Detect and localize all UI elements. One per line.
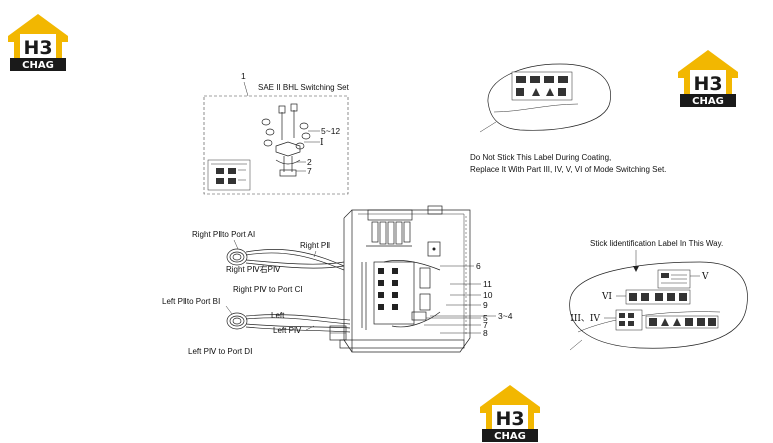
switching-set-box bbox=[203, 95, 349, 195]
house-logo-icon: H3 CHAG bbox=[480, 385, 540, 442]
house-logo-icon: H3 CHAG bbox=[678, 50, 738, 107]
part-5-12: 5~12 bbox=[321, 126, 340, 136]
logo-mark: H3 bbox=[693, 73, 722, 95]
callout-10: 10 bbox=[483, 290, 493, 300]
hose-routing-labels: Right PⅡto Port AⅠ Right PⅡ Right PⅣ右PⅣ … bbox=[162, 230, 330, 356]
hose-coil-right bbox=[226, 248, 345, 271]
callout-3-4: 3~4 bbox=[498, 311, 513, 321]
callout-5: 5 bbox=[483, 313, 488, 323]
logo-text: CHAG bbox=[494, 431, 526, 442]
hose-coil-left bbox=[226, 312, 351, 333]
roman-VI: VI bbox=[601, 292, 612, 302]
label-left-p2-port-b1: Left PⅡto Port BⅠ bbox=[162, 297, 220, 306]
callout-7: 7 bbox=[483, 320, 488, 330]
logo-mark: H3 bbox=[23, 37, 52, 59]
valve-spools bbox=[366, 221, 412, 247]
part-2: 2 bbox=[307, 157, 312, 167]
coating-note-line1: Do Not Stick This Label During Coating, bbox=[470, 153, 611, 162]
callout-8: 8 bbox=[483, 328, 488, 338]
label-detail-bottom: V VI III、IV bbox=[569, 261, 748, 351]
callout-6: 6 bbox=[476, 261, 481, 271]
logo-mark: H3 bbox=[495, 408, 524, 430]
roman-III-IV: III、IV bbox=[570, 314, 600, 324]
house-logo-icon: H3 CHAG bbox=[8, 14, 68, 71]
label-placement-title: Stick lidentification Label In This Way. bbox=[590, 239, 723, 248]
fittings bbox=[378, 267, 431, 321]
callout-1: 1 bbox=[241, 71, 246, 81]
label-right-p4-port-c1: Right PⅣ to Port CⅠ bbox=[233, 285, 303, 294]
valve-parts-drawing bbox=[261, 103, 320, 177]
control-valve-assembly bbox=[329, 205, 471, 353]
label-detail-top bbox=[479, 63, 611, 133]
callout-9: 9 bbox=[483, 300, 488, 310]
label-left: Left bbox=[271, 311, 285, 320]
part-callouts: 6 11 10 9 3~4 5 7 8 bbox=[424, 261, 513, 338]
callout-11: 11 bbox=[483, 279, 492, 289]
roman-V: V bbox=[701, 272, 709, 282]
inset-label-card bbox=[207, 159, 251, 191]
switching-set-panel: 1 SAE II BHL Switching Set 5~12 I bbox=[203, 71, 350, 195]
part-7: 7 bbox=[307, 166, 312, 176]
logo-text: CHAG bbox=[692, 96, 724, 107]
logo-text: CHAG bbox=[22, 60, 54, 71]
label-right-p4: Right PⅣ右PⅣ bbox=[226, 264, 281, 274]
label-left-p4: Left PⅣ bbox=[273, 326, 302, 335]
part-I: I bbox=[320, 138, 324, 148]
switching-set-title: SAE II BHL Switching Set bbox=[258, 83, 350, 92]
label-right-p2: Right PⅡ bbox=[300, 241, 330, 250]
label-right-p2-port-a1: Right PⅡto Port AⅠ bbox=[192, 230, 255, 239]
coating-note-line2: Replace It With Part III, IV, V, VI of M… bbox=[470, 165, 666, 174]
label-left-p4-port-d1: Left PⅣ to Port DⅠ bbox=[188, 347, 252, 356]
